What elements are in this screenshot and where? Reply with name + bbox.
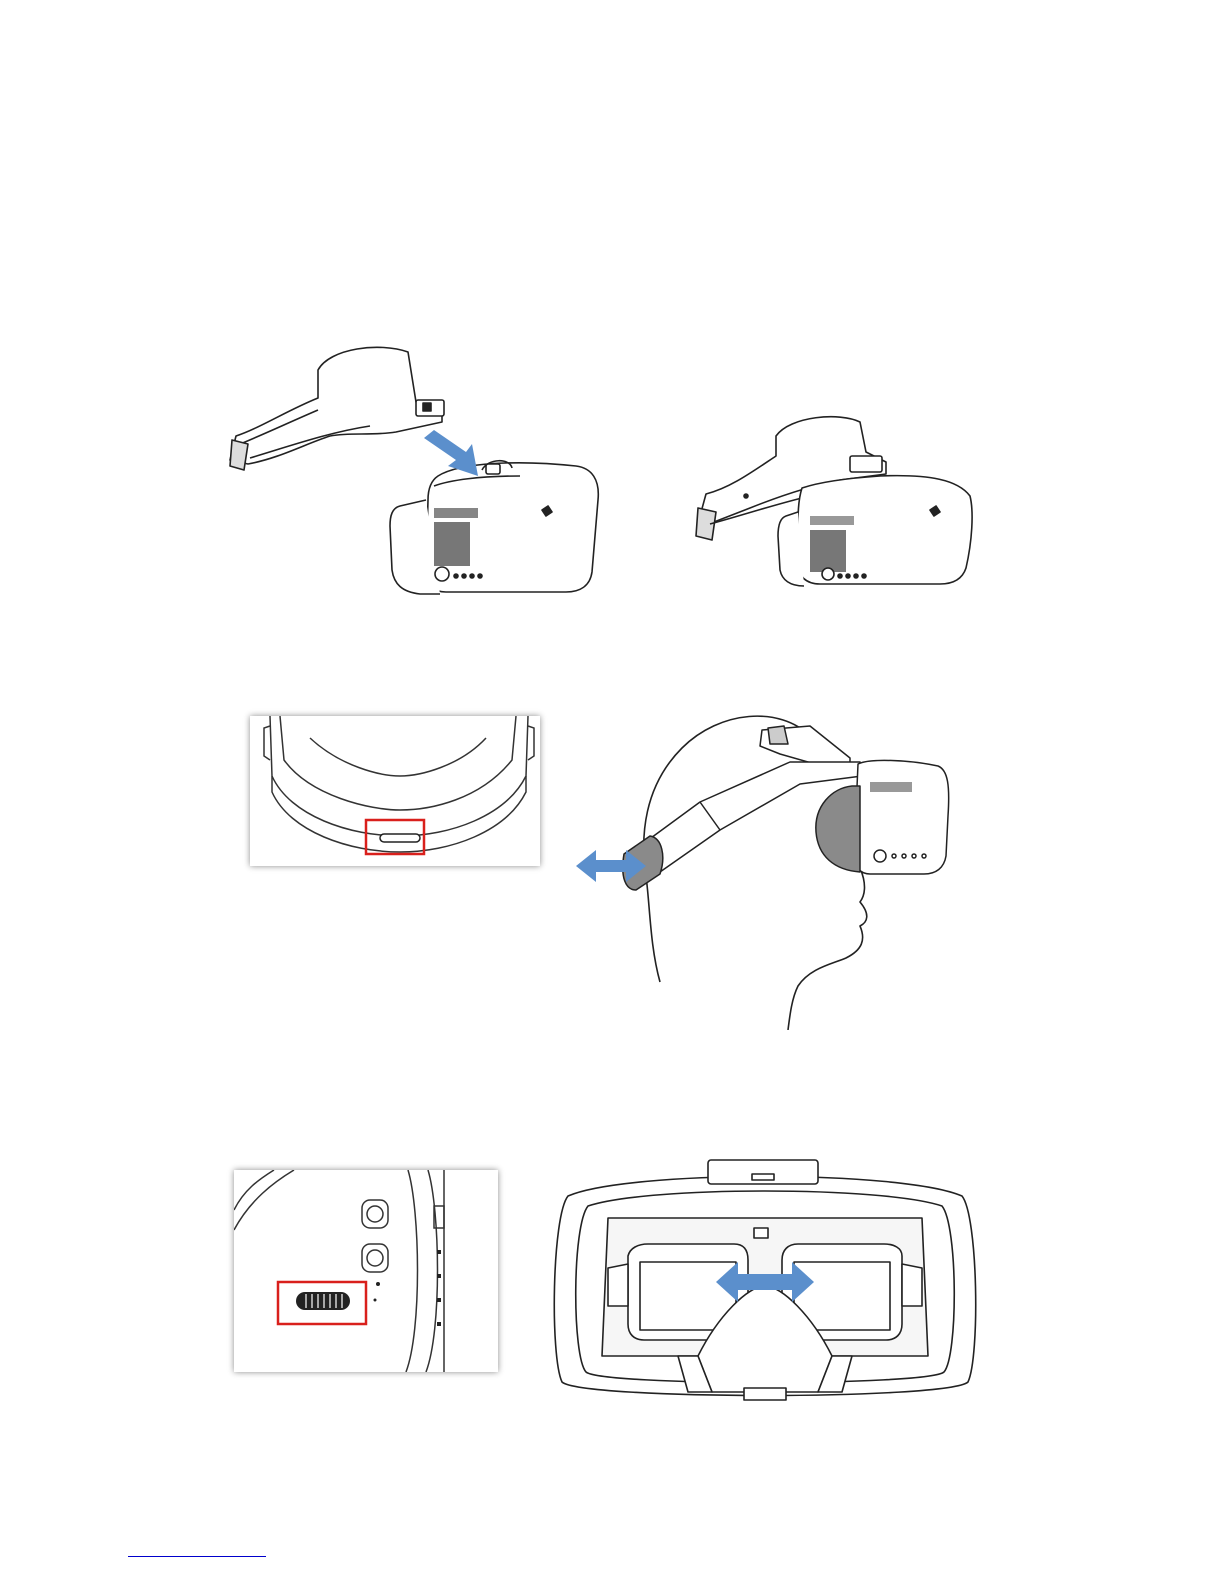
wearing-figure xyxy=(570,706,970,1030)
person-wearing-goggles-illustration xyxy=(570,706,970,1030)
goggles-rear-lens-view-illustration xyxy=(548,1156,982,1406)
ipd-dial-inset xyxy=(234,1170,498,1372)
headband-adjust-button-closeup xyxy=(250,716,540,866)
attach-headband-illustration xyxy=(220,340,620,595)
attached-headband-illustration xyxy=(690,412,980,587)
ipd-front-figure xyxy=(548,1156,982,1406)
footer-link-underline[interactable] xyxy=(128,1556,266,1557)
ipd-dial-closeup xyxy=(234,1170,498,1372)
attach-headband-figure xyxy=(220,340,620,595)
attached-figure xyxy=(690,412,980,587)
headband-button-inset xyxy=(250,716,540,866)
